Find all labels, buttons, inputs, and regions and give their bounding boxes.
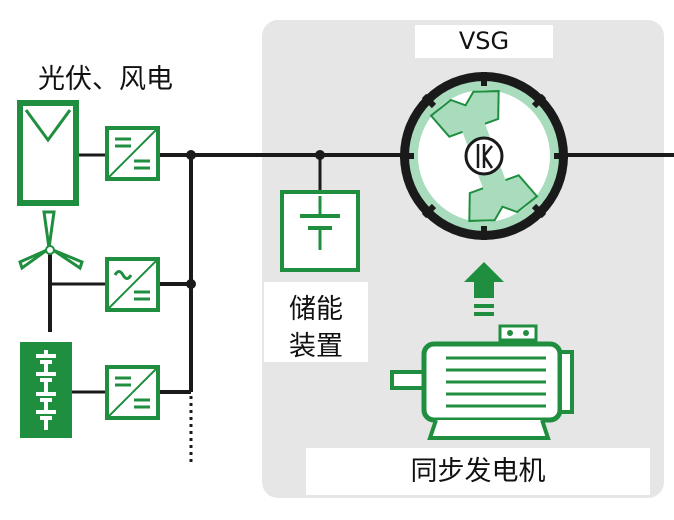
ac-dc-converter-icon [105, 257, 160, 312]
dc-dc-converter-icon [105, 365, 160, 420]
storage-label-box [264, 282, 368, 362]
dc-dc-converter-icon [105, 126, 160, 181]
battery-stack-icon [20, 342, 72, 438]
junction-dot [186, 279, 196, 289]
label-vsg: VSG [458, 27, 510, 55]
label-pv-wind: 光伏、风电 [38, 64, 173, 95]
capacitor-icon [280, 190, 360, 272]
junction-dot [186, 150, 196, 160]
up-arrow-icon [464, 262, 504, 316]
wind-turbine-icon [18, 210, 84, 332]
vsg-title-box [415, 25, 553, 58]
generator-label-box [306, 448, 650, 495]
solar-panel-icon [17, 100, 79, 206]
label-storage-line2: 装置 [289, 331, 343, 362]
vsg-rotor-icon [400, 72, 568, 240]
label-storage-line1: 储能 [289, 294, 343, 325]
motor-icon [390, 324, 574, 440]
label-sync-generator: 同步发电机 [410, 456, 546, 487]
